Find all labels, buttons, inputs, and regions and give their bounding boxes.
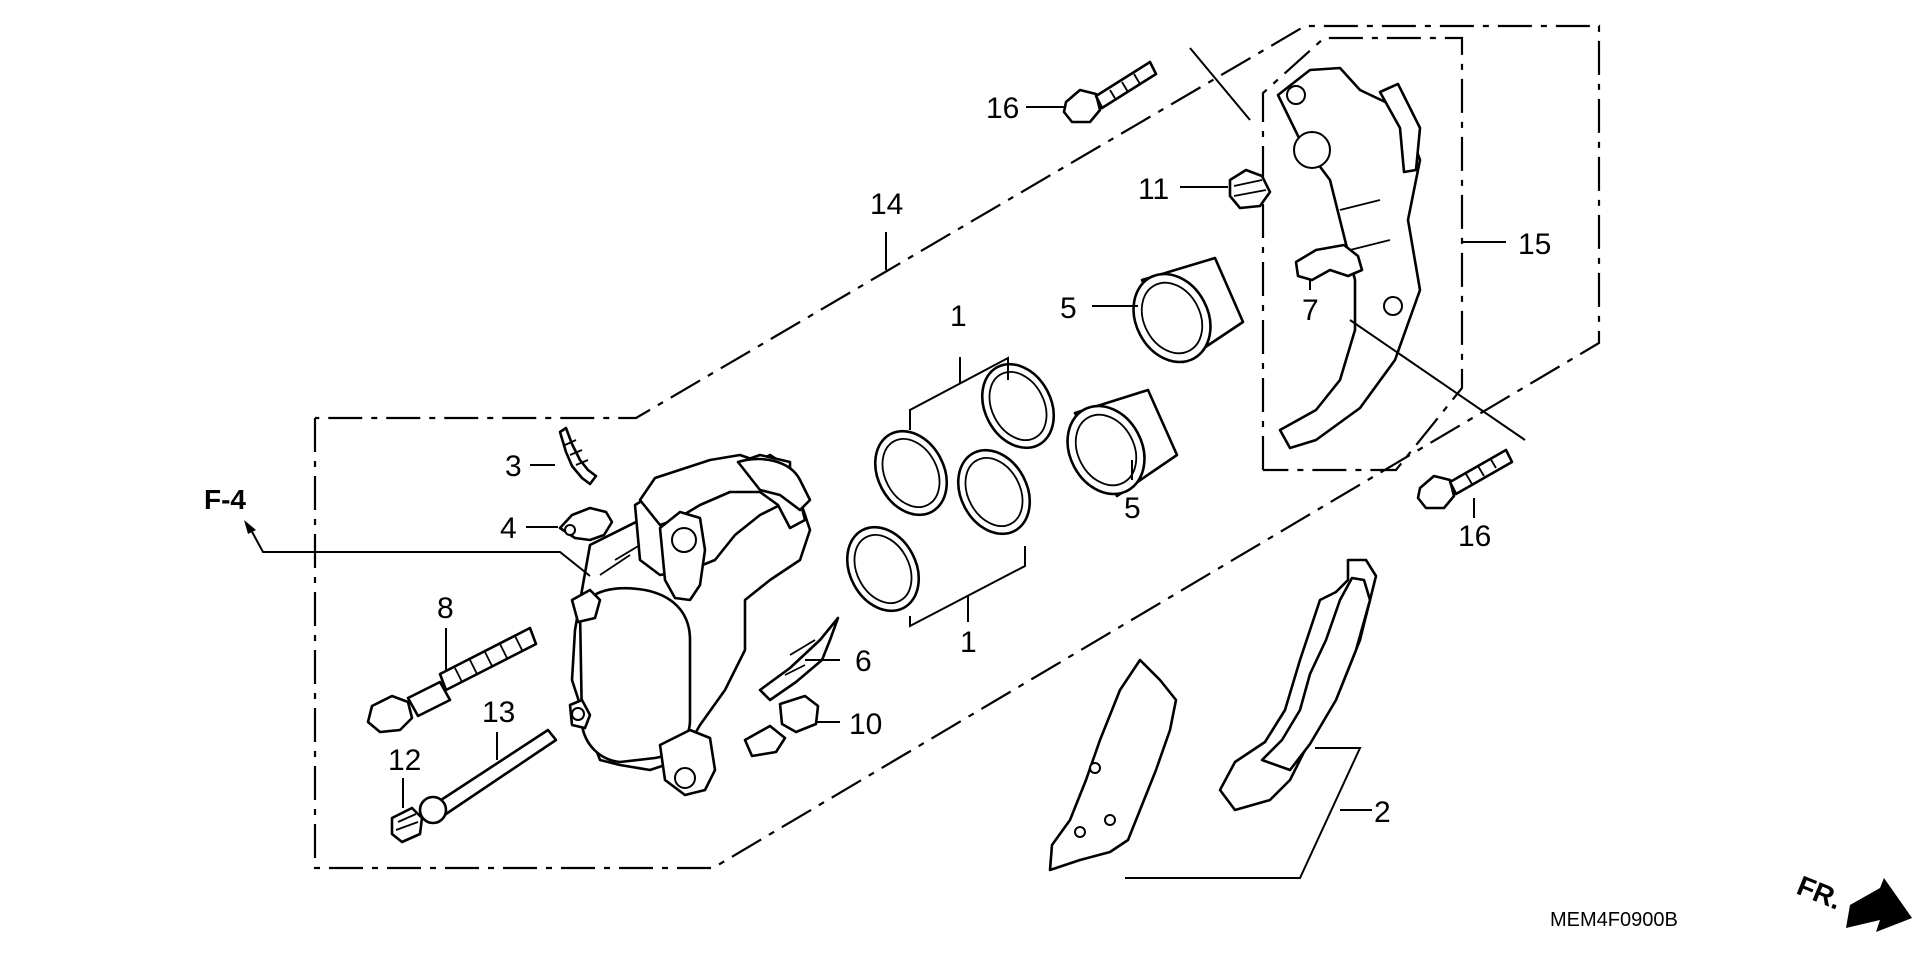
callout-3: 3: [505, 450, 522, 483]
direction-label: FR.: [1793, 870, 1846, 916]
bolt-16-right: [1416, 448, 1514, 510]
callout-5-lower: 5: [1124, 492, 1141, 525]
callout-5-upper: 5: [1060, 292, 1077, 325]
callout-7: 7: [1302, 294, 1319, 327]
diagram-code: MEM4F0900B: [1550, 909, 1678, 931]
callout-13: 13: [482, 696, 515, 729]
clip-4: [558, 506, 614, 542]
callout-14: 14: [870, 188, 903, 221]
reference-label: F-4: [204, 484, 246, 515]
callout-16-right: 16: [1458, 520, 1491, 553]
pad-retainer-7: [1294, 243, 1364, 282]
callout-10: 10: [849, 708, 882, 741]
assembly-14-boundary: [313, 24, 1601, 870]
pin-bolt-8: [366, 626, 538, 734]
pin-11: [1228, 168, 1272, 210]
callout-11: 11: [1138, 173, 1169, 206]
caliper-body: [568, 453, 812, 797]
callout-15: 15: [1518, 228, 1551, 261]
callout-6: 6: [855, 645, 872, 678]
reference-arrow-icon: [244, 520, 256, 534]
pad-pin-13: [418, 728, 558, 825]
callout-12: 12: [388, 744, 421, 777]
pin-10: [743, 694, 820, 758]
bracket-15-boundary: [1261, 36, 1464, 472]
callout-1-lower: 1: [960, 626, 977, 659]
bolt-16-top: [1062, 60, 1158, 124]
pistons-5: [1066, 256, 1245, 498]
pad-spring-6: [758, 616, 840, 702]
callout-16-top: 16: [986, 92, 1019, 125]
callout-1-upper: 1: [950, 300, 967, 333]
callout-8: 8: [437, 592, 454, 625]
brake-pads-2: [1048, 558, 1378, 872]
leader-lines: [249, 47, 1526, 879]
front-direction-arrow-icon: [1846, 878, 1912, 932]
bleeder-valve-3: [558, 426, 598, 486]
callout-2: 2: [1374, 796, 1391, 829]
pin-plug-12: [390, 806, 424, 844]
callout-4: 4: [500, 512, 517, 545]
piston-seals-1: [845, 362, 1056, 613]
caliper-bracket-15: [1276, 66, 1422, 450]
